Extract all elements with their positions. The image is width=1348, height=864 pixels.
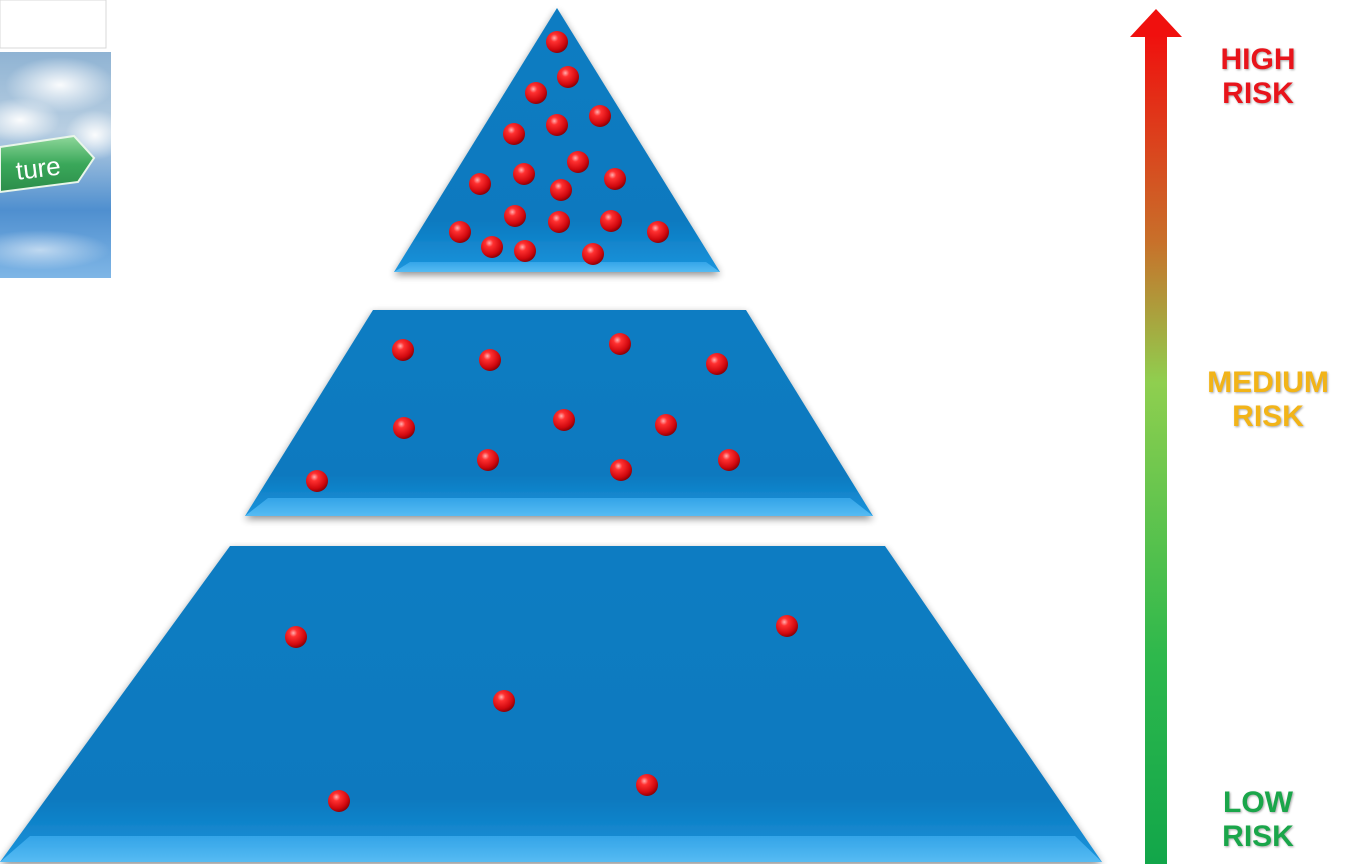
risk-marker-middle bbox=[609, 333, 631, 355]
risk-marker-bottom bbox=[328, 790, 350, 812]
risk-marker-bottom bbox=[636, 774, 658, 796]
medium-risk-line2: RISK bbox=[1188, 400, 1348, 434]
risk-marker-bottom bbox=[493, 690, 515, 712]
risk-marker-bottom bbox=[776, 615, 798, 637]
risk-marker-top bbox=[525, 82, 547, 104]
high-risk-line1: HIGH bbox=[1200, 43, 1316, 77]
risk-marker-middle bbox=[392, 339, 414, 361]
low-risk-label: LOW RISK bbox=[1200, 786, 1316, 854]
risk-marker-top bbox=[469, 173, 491, 195]
risk-marker-top bbox=[604, 168, 626, 190]
high-risk-line2: RISK bbox=[1200, 77, 1316, 111]
pyramid bbox=[0, 8, 1102, 862]
risk-marker-middle bbox=[706, 353, 728, 375]
risk-marker-top bbox=[546, 114, 568, 136]
risk-marker-top bbox=[481, 236, 503, 258]
risk-marker-middle bbox=[306, 470, 328, 492]
risk-marker-middle bbox=[479, 349, 501, 371]
risk-marker-top bbox=[550, 179, 572, 201]
risk-marker-top bbox=[548, 211, 570, 233]
low-risk-line2: RISK bbox=[1200, 820, 1316, 854]
high-risk-label: HIGH RISK bbox=[1200, 43, 1316, 111]
risk-marker-top bbox=[557, 66, 579, 88]
risk-marker-middle bbox=[553, 409, 575, 431]
risk-marker-middle bbox=[610, 459, 632, 481]
risk-marker-top bbox=[514, 240, 536, 262]
risk-marker-top bbox=[600, 210, 622, 232]
risk-marker-middle bbox=[477, 449, 499, 471]
pyramid-tier-bottom bbox=[0, 546, 1102, 862]
risk-marker-middle bbox=[655, 414, 677, 436]
low-risk-line1: LOW bbox=[1200, 786, 1316, 820]
risk-marker-top bbox=[449, 221, 471, 243]
risk-marker-middle bbox=[718, 449, 740, 471]
risk-marker-top bbox=[504, 205, 526, 227]
risk-marker-top bbox=[503, 123, 525, 145]
risk-scale-arrow bbox=[1130, 9, 1182, 864]
risk-marker-top bbox=[567, 151, 589, 173]
risk-marker-bottom bbox=[285, 626, 307, 648]
medium-risk-label: MEDIUM RISK bbox=[1188, 366, 1348, 434]
risk-marker-top bbox=[589, 105, 611, 127]
risk-marker-top bbox=[546, 31, 568, 53]
risk-marker-top bbox=[513, 163, 535, 185]
risk-marker-top bbox=[582, 243, 604, 265]
risk-marker-middle bbox=[393, 417, 415, 439]
risk-marker-top bbox=[647, 221, 669, 243]
road-sign-text: ture bbox=[14, 151, 62, 186]
thumbnail-photo: ture bbox=[0, 0, 125, 278]
medium-risk-line1: MEDIUM bbox=[1188, 366, 1348, 400]
